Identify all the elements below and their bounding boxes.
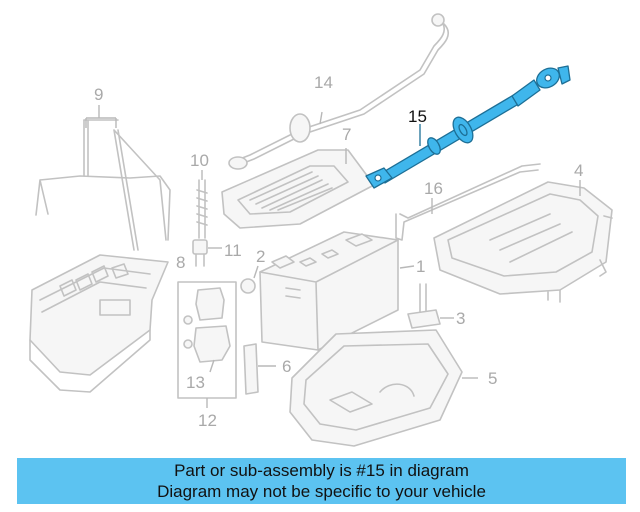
bracket-frame-part-9 (35, 105, 171, 251)
clip-part-11 (192, 239, 222, 267)
callout-9: 9 (94, 85, 103, 104)
callout-1: 1 (416, 257, 425, 276)
callout-7: 7 (342, 125, 351, 144)
battery-part-1 (259, 231, 415, 351)
callout-11: 11 (224, 241, 242, 260)
bolt-part-10 (196, 170, 208, 239)
callout-14: 14 (314, 73, 333, 92)
callout-12: 12 (198, 411, 217, 430)
banner-line-disclaimer: Diagram may not be specific to your vehi… (157, 482, 486, 501)
callout-4: 4 (574, 161, 583, 180)
relay-assembly-part-12 (177, 281, 237, 408)
callout-16: 16 (424, 179, 443, 198)
callout-3: 3 (456, 309, 465, 328)
nut-part-2 (240, 265, 259, 294)
callout-8: 8 (176, 253, 185, 272)
callout-10: 10 (190, 151, 209, 170)
callout-15: 15 (408, 107, 427, 126)
battery-cover-part-7 (221, 148, 375, 229)
cable-part-14 (228, 13, 449, 170)
info-banner: Part or sub-assembly is #15 in diagram D… (17, 458, 626, 504)
battery-housing-part-8 (29, 254, 169, 393)
lower-tray-part-5 (289, 329, 478, 447)
callout-2: 2 (256, 247, 265, 266)
callout-5: 5 (488, 369, 497, 388)
battery-tray-part-4 (433, 180, 613, 303)
terminal-part-3 (407, 283, 454, 329)
battery-cable-part-15[interactable] (365, 64, 571, 189)
banner-line-part-info: Part or sub-assembly is #15 in diagram (174, 461, 469, 480)
bracket-part-6 (243, 343, 276, 395)
callout-13: 13 (186, 373, 205, 392)
strap-part-16 (395, 163, 541, 241)
parts-diagram: 1 2 3 4 5 6 7 8 9 10 11 12 13 14 15 16 (29, 13, 613, 447)
callout-6: 6 (282, 357, 291, 376)
